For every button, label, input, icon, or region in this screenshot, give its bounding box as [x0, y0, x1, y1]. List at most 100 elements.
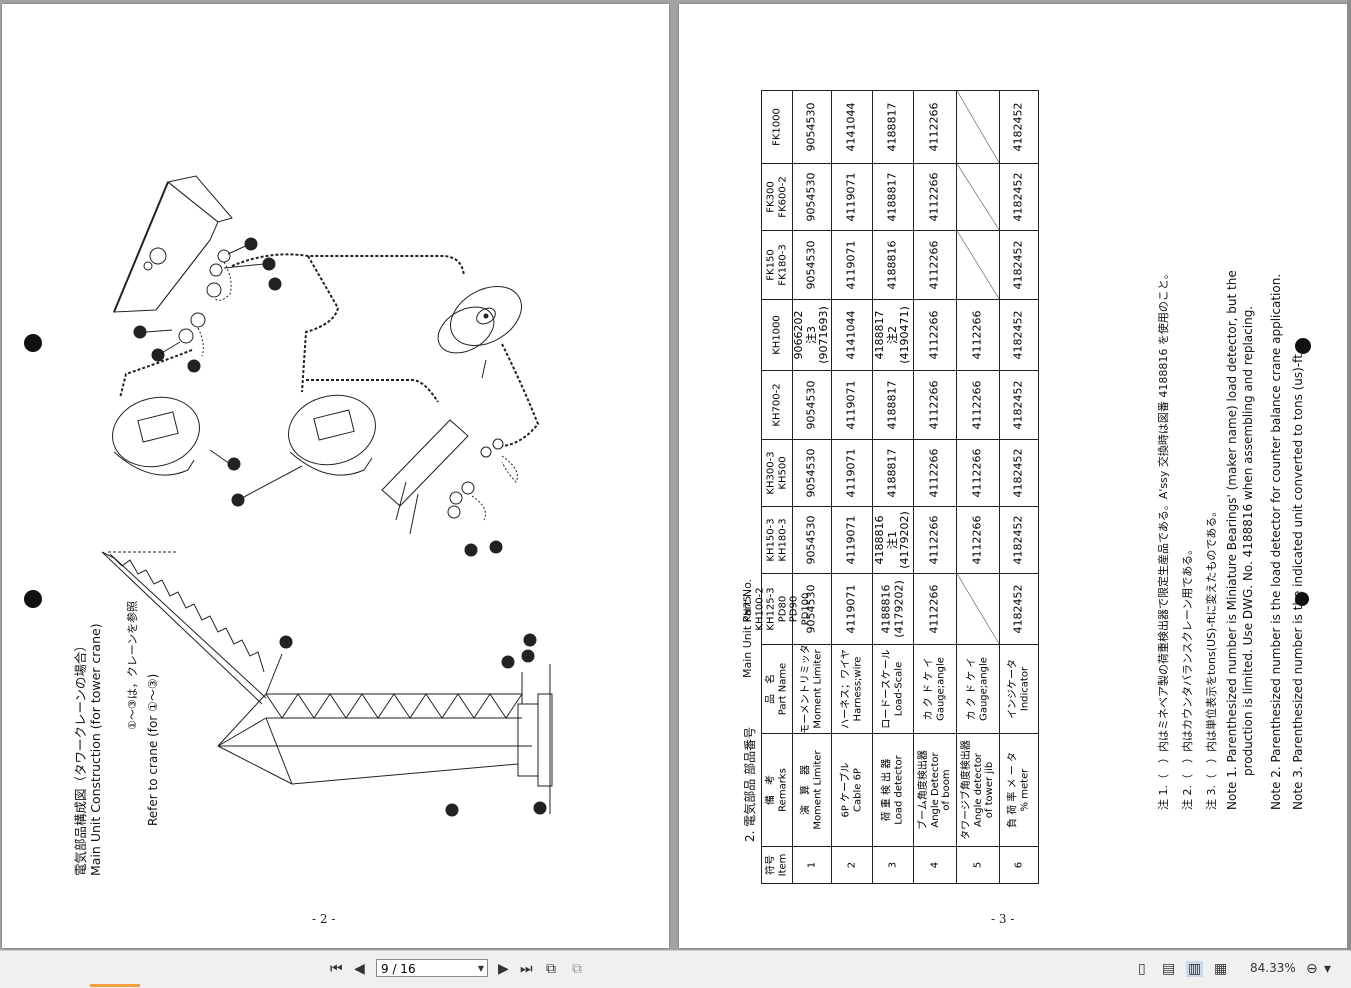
table-cell: 4188817 — [872, 439, 914, 507]
table-cell: 4112266 — [913, 230, 957, 300]
page-indicator-select[interactable]: 9 / 16 ▼ — [376, 959, 488, 977]
table-cell: 9066202 注3 (9071693) — [792, 299, 832, 371]
table-cell: 9054530 — [792, 163, 832, 231]
note-en-3: Note 3. Parenthesized number is the indi… — [1291, 350, 1305, 810]
column-header: KH1000 — [761, 299, 793, 371]
column-header: 備 考 Remarks — [761, 733, 793, 847]
table-cell: 演 算 器 Moment Limiter — [792, 733, 832, 847]
table-cell: 1 — [792, 846, 832, 884]
zoom-level: 84.33% — [1250, 961, 1296, 975]
indicator-5-drawing — [112, 396, 200, 476]
copy-page-icon[interactable]: ⧉ — [572, 961, 582, 977]
connectors-box — [178, 249, 232, 357]
table-cell: 9054530 — [792, 90, 832, 164]
table-cell: 4182452 — [999, 573, 1039, 645]
column-header: KH700-2 — [761, 370, 793, 440]
table-cell: 4182452 — [999, 230, 1039, 300]
column-header: KH300-3 KH500 — [761, 439, 793, 507]
section-heading-ja: 2. 電気部品 部品番号 — [743, 726, 757, 842]
note-en-2: Note 2. Parenthesized number is the load… — [1269, 273, 1283, 810]
table-cell: ハーネス；ワイヤ Harness;wire — [831, 644, 873, 734]
table-cell: インジケータ Indicator — [999, 644, 1039, 734]
scrollbar[interactable] — [1347, 0, 1351, 950]
table-cell: 4119071 — [831, 439, 873, 507]
column-header: KH75 KH100-2 KH125-3 PD80 PD90 PD100 — [743, 573, 811, 645]
table-cell: 4182452 — [999, 439, 1039, 507]
column-header: 符号 Item — [761, 846, 793, 884]
angle-detector-drawing — [381, 419, 518, 535]
table-cell: ブーム角度検出器 Angle Detector of boom — [913, 733, 957, 847]
column-header: FK150 FK180-3 — [761, 230, 793, 300]
table-cell: 4112266 — [913, 439, 957, 507]
punch-hole — [24, 590, 42, 608]
table-cell: 4182452 — [999, 90, 1039, 164]
table-cell: 2 — [831, 846, 873, 884]
table-cell: 荷 重 検 出 器 Load detector — [872, 733, 914, 847]
table-cell: 4141044 — [831, 90, 873, 164]
table-cell: 5 — [956, 846, 1000, 884]
extract-page-icon[interactable]: ⧉ — [546, 961, 556, 977]
zoom-menu-chevron-icon[interactable]: ▾ — [1324, 961, 1332, 977]
crawler-crane-drawing — [101, 551, 553, 814]
control-box-drawing — [113, 175, 233, 313]
table-cell: 9054530 — [792, 439, 832, 507]
punch-hole — [24, 334, 42, 352]
first-page-icon[interactable]: ⏮ — [330, 961, 343, 977]
punch-hole — [1295, 592, 1309, 606]
table-cell: モーメントリミッタ Moment Limiter — [792, 644, 832, 734]
table-cell: 9054530 — [792, 506, 832, 574]
page-indicator-text: 9 / 16 — [381, 962, 416, 976]
table-cell: 4188816 — [872, 230, 914, 300]
note-en-1-cont: production is limited. Use DWG. No. 4188… — [1241, 305, 1255, 776]
table-cell: 4112266 — [913, 573, 957, 645]
next-page-icon[interactable]: ▶ — [498, 961, 509, 977]
table-cell: 9054530 — [792, 573, 832, 645]
table-cell: 4182452 — [999, 506, 1039, 574]
column-header: FK300 FK600-2 — [761, 163, 793, 231]
note-ja-2: 注 2.（ ）内はカウンタバランスクレーン用である。 — [1181, 543, 1194, 810]
callouts — [133, 237, 547, 817]
punch-hole — [1295, 338, 1311, 354]
table-cell: 4188817 注2 (4190471) — [872, 299, 914, 371]
table-cell: カ ク ド ケ イ Gauge;angle — [956, 644, 1000, 734]
table-cell — [956, 163, 1000, 231]
table-cell: 4188817 — [872, 163, 914, 231]
table-cell — [956, 90, 1000, 164]
two-page-view-icon[interactable]: ▥ — [1186, 961, 1204, 977]
table-cell: 負 荷 率 メ ー タ % meter — [999, 733, 1039, 847]
continuous-view-icon[interactable]: ▤ — [1162, 961, 1176, 977]
table-cell: 4119071 — [831, 230, 873, 300]
table-cell: 4188816 (4179202) — [872, 573, 914, 645]
zoom-out-icon[interactable]: ⊖ — [1306, 961, 1318, 977]
last-page-icon[interactable]: ⏭ — [520, 961, 533, 977]
two-page-continuous-view-icon[interactable]: ▦ — [1214, 961, 1228, 977]
table-cell: 4112266 — [956, 299, 1000, 371]
table-cell: 4182452 — [999, 370, 1039, 440]
viewer-toolbar: ⏮ ◀ 9 / 16 ▼ ▶ ⏭ ⧉ ⧉ ▯ ▤ ▥ ▦ 84.33% ⊖ ▾ — [0, 950, 1351, 988]
table-cell: 4119071 — [831, 506, 873, 574]
document-viewport[interactable]: 電気部品構成図（タワークレーンの場合） Main Unit Constructi… — [0, 0, 1351, 950]
table-cell: 4112266 — [956, 439, 1000, 507]
table-cell: 6 — [999, 846, 1039, 884]
previous-page-icon[interactable]: ◀ — [354, 961, 365, 977]
note-en-1: Note 1. Parenthesized number is Miniatur… — [1225, 270, 1239, 810]
column-header: FK1000 — [761, 90, 793, 164]
table-cell: カ ク ド ケ イ Gauge;angle — [913, 644, 957, 734]
table-cell: 4188817 — [872, 370, 914, 440]
table-cell: 3 — [872, 846, 914, 884]
table-cell: 4182452 — [999, 163, 1039, 231]
table-cell: 4119071 — [831, 370, 873, 440]
single-page-view-icon[interactable]: ▯ — [1138, 961, 1146, 977]
table-cell: 4112266 — [913, 370, 957, 440]
table-cell: 4 — [913, 846, 957, 884]
table-cell: 4119071 — [831, 573, 873, 645]
column-header: KH150-3 KH180-3 — [761, 506, 793, 574]
